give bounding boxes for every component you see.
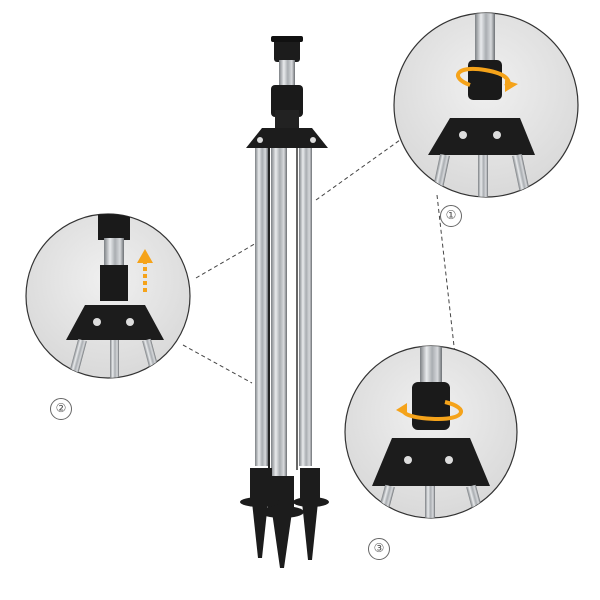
callout-3-number: ③ [368,538,390,560]
tripod [240,36,329,568]
callout-3 [344,345,518,519]
callout-2-number: ② [50,398,72,420]
callout-1 [393,12,579,198]
leader-lines [182,139,456,384]
callout-1-number: ① [440,205,462,227]
callout-2 [25,213,191,379]
